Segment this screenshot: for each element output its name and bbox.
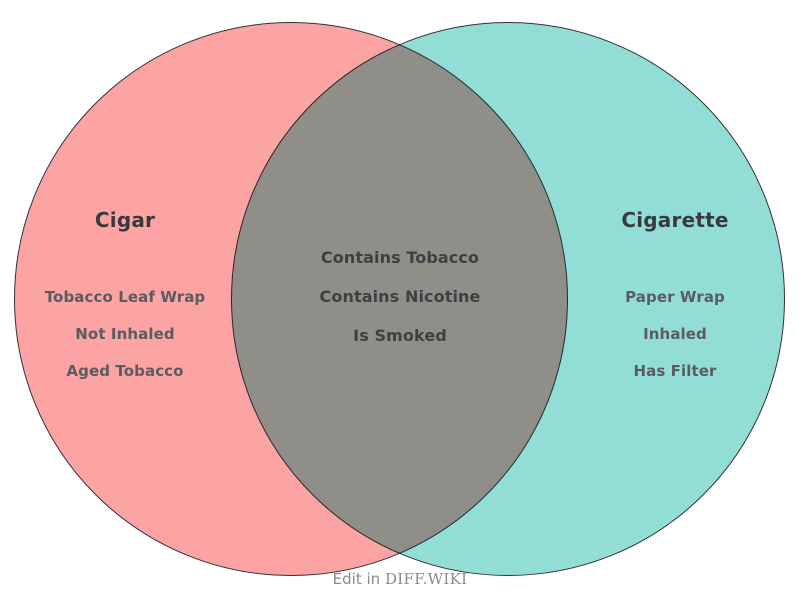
venn-left-item[interactable]: Tobacco Leaf Wrap — [44, 288, 206, 306]
venn-right-set-title[interactable]: Cigarette — [621, 208, 729, 232]
venn-intersection-item[interactable]: Is Smoked — [353, 326, 447, 345]
venn-left-set-block: Cigar Tobacco Leaf Wrap Not Inhaled Aged… — [0, 208, 250, 399]
venn-left-set-items: Tobacco Leaf Wrap Not Inhaled Aged Tobac… — [0, 288, 250, 380]
credit-prefix-label: Edit in — [332, 570, 385, 588]
venn-right-set-block: Cigarette Paper Wrap Inhaled Has Filter — [550, 208, 800, 399]
credit-brand-label: DIFF.WIKI — [384, 570, 468, 588]
venn-left-item[interactable]: Aged Tobacco — [66, 362, 184, 380]
venn-circle-right[interactable] — [231, 22, 785, 576]
venn-right-set-items: Paper Wrap Inhaled Has Filter — [550, 288, 800, 380]
venn-right-item[interactable]: Paper Wrap — [625, 288, 725, 306]
venn-right-item[interactable]: Has Filter — [633, 362, 717, 380]
venn-intersection-item[interactable]: Contains Tobacco — [320, 248, 480, 267]
venn-right-item[interactable]: Inhaled — [643, 325, 707, 343]
venn-left-set-title[interactable]: Cigar — [94, 208, 156, 232]
venn-left-item[interactable]: Not Inhaled — [75, 325, 175, 343]
edit-in-diffwiki-link[interactable]: Edit in DIFF.WIKI — [0, 570, 800, 588]
venn-intersection-item[interactable]: Contains Nicotine — [319, 287, 481, 306]
venn-intersection-items: Contains Tobacco Contains Nicotine Is Sm… — [275, 248, 525, 345]
venn-intersection-block: Contains Tobacco Contains Nicotine Is Sm… — [275, 248, 525, 365]
